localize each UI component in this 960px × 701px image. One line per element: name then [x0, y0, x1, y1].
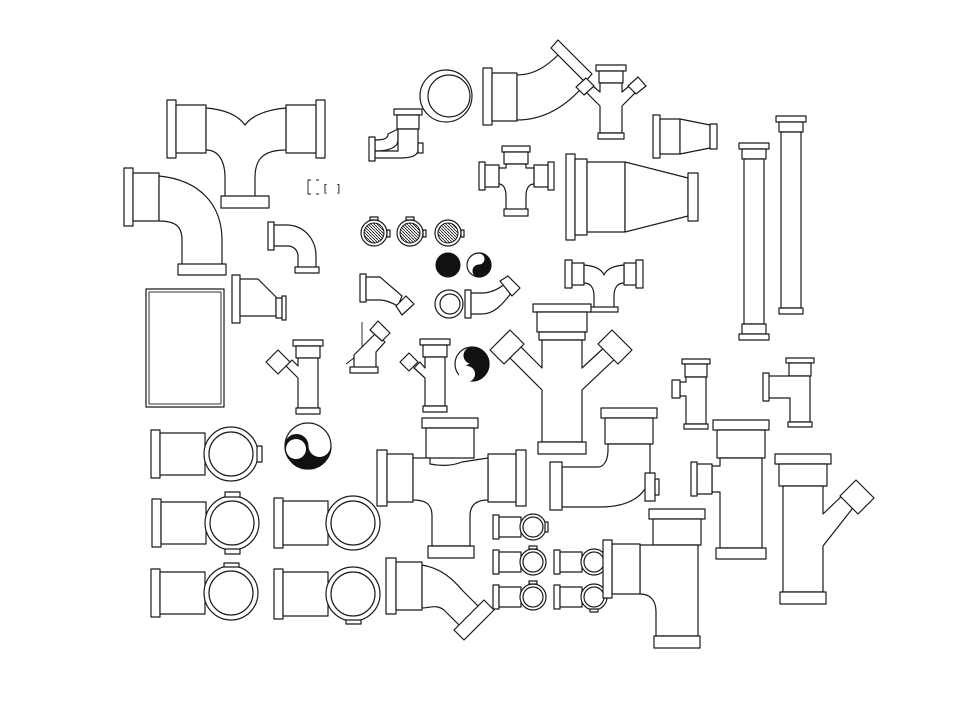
pipe-small-round-4: [553, 548, 608, 576]
socket-symbol-medium: [454, 346, 490, 382]
solid-plug: [435, 252, 461, 278]
reducer-small: [652, 114, 718, 159]
double-branch-y: [575, 64, 647, 140]
spigot-symbol-small: [466, 252, 492, 278]
swept-tee-fitting: [564, 259, 644, 313]
straight-pipe-1: [738, 142, 770, 341]
branch-45-center: [399, 338, 451, 413]
small-elbow-fitting: [267, 221, 320, 274]
pipe-round-inlet-1: [150, 426, 263, 482]
bend-with-round-inlet: [434, 275, 521, 319]
double-elbow-fitting: [166, 99, 326, 209]
tall-tee-fitting: [690, 419, 770, 560]
pipe-small-round-1: [492, 513, 549, 541]
branch-fitting-small: [368, 108, 424, 162]
access-panel: [145, 288, 225, 408]
pipe-small-round-5: [553, 583, 608, 613]
long-elbow-fitting: [123, 167, 227, 276]
branch-45-small: [265, 339, 324, 415]
branch-side-small-2: [762, 357, 815, 428]
bend-with-inlet: [419, 39, 593, 126]
reducer-fitting: [231, 274, 287, 324]
large-reducer: [565, 153, 699, 241]
bend-45-large: [385, 557, 495, 641]
pipe-round-inlet-4: [150, 562, 259, 621]
bend-45-fitting: [359, 273, 415, 316]
pipe-small-round-2: [492, 545, 547, 576]
double-branch-large: [489, 303, 633, 455]
long-bend-socket: [549, 407, 660, 511]
inspection-cap-row: [360, 216, 465, 247]
angle-bend-small: [345, 320, 391, 374]
marker-label: [ ]: [322, 182, 342, 195]
socket-symbol-large: [284, 422, 332, 470]
pipe-round-inlet-3: [273, 495, 381, 551]
pipe-round-inlet-2: [151, 491, 260, 555]
straight-pipe-2: [775, 115, 807, 315]
swept-tee-large: [602, 508, 706, 649]
branch-45-large: [774, 453, 875, 605]
cad-marker: [ ]: [307, 179, 342, 195]
pipe-small-round-3: [492, 580, 547, 611]
branch-side-small-1: [671, 358, 711, 430]
double-elbow-large: [376, 417, 527, 559]
cross-tee-fitting: [478, 145, 555, 217]
pipe-round-inlet-5: [273, 566, 381, 625]
